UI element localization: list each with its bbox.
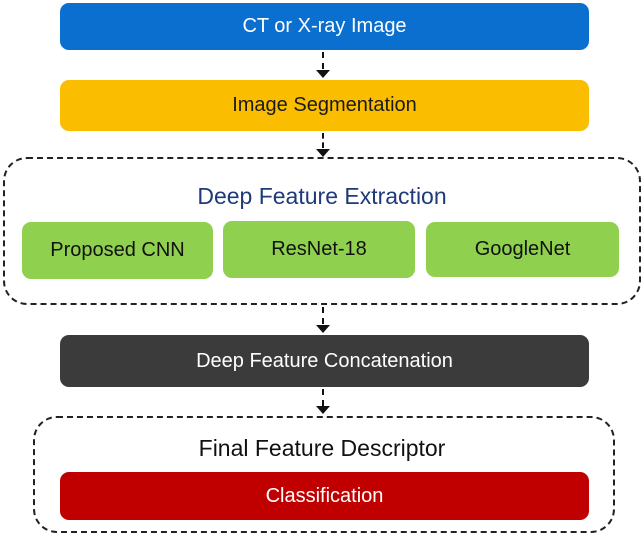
final-descriptor-group	[33, 416, 615, 533]
classification-step: Classification	[60, 472, 589, 520]
model-googlenet: GoogleNet	[426, 222, 619, 277]
model-resnet-18: ResNet-18	[223, 221, 415, 278]
arrow-down-icon	[316, 325, 330, 333]
feature-extraction-group	[3, 157, 641, 305]
final-descriptor-title: Final Feature Descriptor	[198, 435, 446, 461]
arrow-down-icon	[316, 406, 330, 414]
arrow-down-icon	[316, 149, 330, 157]
flow-arrow	[313, 133, 333, 158]
flow-arrow	[313, 52, 333, 79]
concatenation-step: Deep Feature Concatenation	[60, 335, 589, 387]
feature-extraction-title: Deep Feature Extraction	[197, 183, 447, 209]
arrow-down-icon	[316, 70, 330, 78]
model-proposed-cnn: Proposed CNN	[22, 222, 213, 279]
flow-arrow	[313, 307, 333, 334]
input-image-step: CT or X-ray Image	[60, 3, 589, 50]
flow-arrow	[313, 389, 333, 415]
segmentation-step: Image Segmentation	[60, 80, 589, 131]
